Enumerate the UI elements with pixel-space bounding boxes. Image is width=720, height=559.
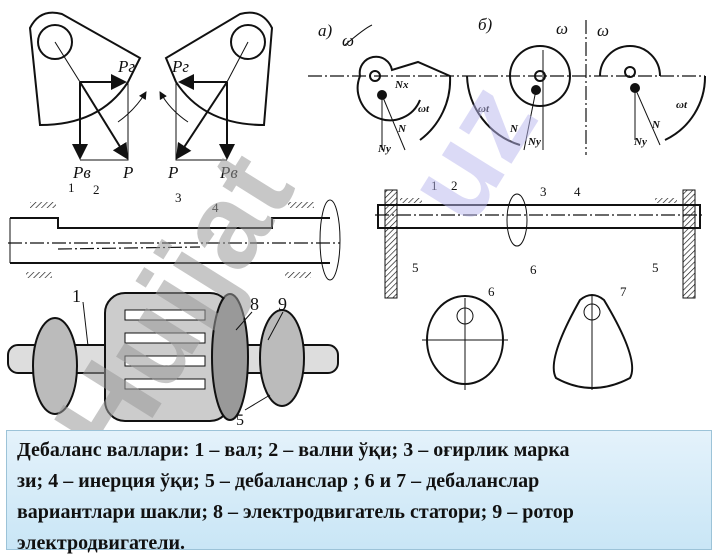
shaft-right-label-1: 1 xyxy=(431,178,438,193)
shaft-left-label-2: 2 xyxy=(93,182,100,197)
shaft-left-label-1: 1 xyxy=(68,180,75,195)
label-p-left: P xyxy=(122,163,133,182)
motor-label-8: 8 xyxy=(250,294,259,314)
label-n-b1: N xyxy=(509,123,519,135)
label-p-g-right: Pг xyxy=(171,57,189,76)
shaft-left-diagram: 1 2 3 4 xyxy=(8,180,341,281)
motor-label-5: 5 xyxy=(236,412,244,429)
rotation-diagrams: а) ω ωt Nх N Nу б) ω ω ωt ωt N Nу N Nу xyxy=(308,15,707,155)
label-omega-b2: ω xyxy=(597,21,609,40)
label-p-right: P xyxy=(167,163,178,182)
caption-line-4: электродвигатели. xyxy=(17,532,185,554)
label-a: а) xyxy=(318,21,333,40)
label-n-y-b1: Nу xyxy=(527,136,541,148)
label-p-v-right: Pв xyxy=(219,163,238,182)
shaft-left-label-4: 4 xyxy=(212,200,219,215)
label-omega-t-b1: ωt xyxy=(478,103,490,115)
technical-figure: Pг Pв P Pг P Pв а) ω ωt Nх N Nу xyxy=(7,11,707,429)
shaft-left-label-3: 3 xyxy=(175,190,182,205)
motor-label-1: 1 xyxy=(72,286,81,306)
shaft-right-label-3: 3 xyxy=(540,184,547,199)
label-omega-t-b2: ωt xyxy=(676,99,688,111)
label-omega-a: ω xyxy=(342,31,354,50)
motor-drawing: 1 8 9 5 xyxy=(7,286,339,429)
shaft-right-label-6: 6 xyxy=(530,262,537,277)
caption-line-1: Дебаланс валлари: 1 – вал; 2 – вални ўқи… xyxy=(17,439,570,461)
caption-line-2: зи; 4 – инерция ўқи; 5 – дебаланслар ; 6… xyxy=(17,470,540,492)
label-n-a: N xyxy=(397,123,407,135)
label-p-v-left: Pв xyxy=(72,163,91,182)
caption-line-3: вариантлари шакли; 8 – электродвигатель … xyxy=(17,501,574,523)
label-omega-b1: ω xyxy=(556,19,568,38)
shape-label-7: 7 xyxy=(620,284,627,299)
label-n-y-b2: Nу xyxy=(633,136,647,148)
shaft-right-label-5b: 5 xyxy=(652,260,659,275)
label-omega-t-a: ωt xyxy=(418,103,430,115)
shaft-right-label-5a: 5 xyxy=(412,260,419,275)
unbalance-shapes: 6 7 xyxy=(422,284,634,390)
label-b: б) xyxy=(478,15,493,34)
label-n-x-a: Nх xyxy=(394,79,409,91)
shaft-right-label-4: 4 xyxy=(574,184,581,199)
shaft-right-diagram: 1 2 3 4 5 5 6 xyxy=(375,178,705,299)
label-n-b2: N xyxy=(651,119,661,131)
motor-label-9: 9 xyxy=(278,294,287,314)
cam-right-diagram: Pг P Pв xyxy=(159,11,274,182)
shaft-right-label-2: 2 xyxy=(451,178,458,193)
label-n-y-a: Nу xyxy=(377,143,391,155)
shape-label-6: 6 xyxy=(488,284,495,299)
label-p-g-left: Pг xyxy=(117,57,135,76)
cam-left-diagram: Pг Pв P xyxy=(28,11,147,182)
caption-box: Дебаланс валлари: 1 – вал; 2 – вални ўқи… xyxy=(6,430,712,554)
